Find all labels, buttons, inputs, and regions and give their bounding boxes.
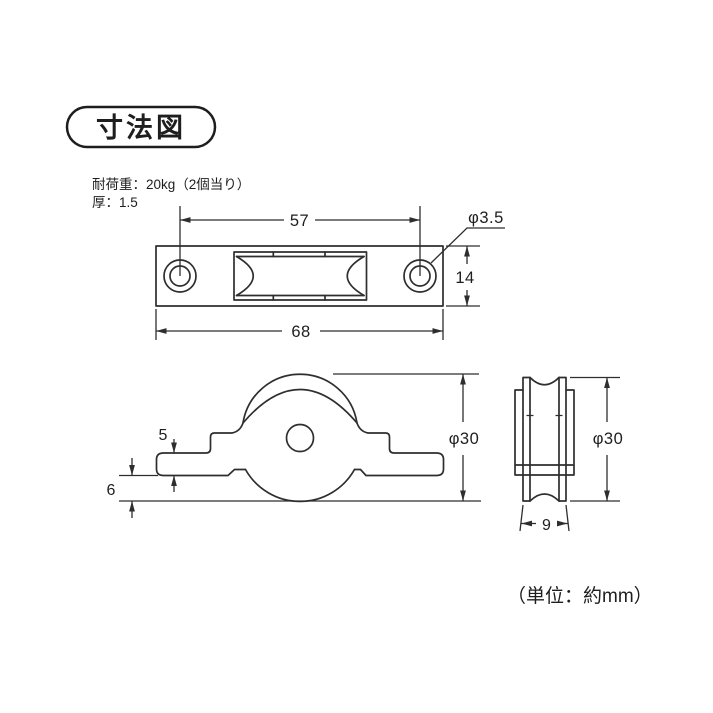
wheel-outer-arc <box>242 373 358 424</box>
spec-notes: 耐荷重：20kg（2個当り） 厚：1.5 <box>92 177 250 210</box>
wheel-groove-arc-right <box>346 255 365 297</box>
housing-right-profile <box>353 422 445 477</box>
wheel-bottom-arc <box>244 468 356 503</box>
bracket-plates <box>514 389 575 476</box>
dim-wheel-diameter-front: φ30 <box>333 373 480 501</box>
dim-wheel-width: 9 <box>519 504 570 534</box>
page-title: 寸法図 <box>96 113 186 143</box>
spec-thickness: 厚：1.5 <box>92 195 138 210</box>
dim-label-plate-height: 14 <box>455 269 474 287</box>
dim-label-overall-length: 68 <box>291 323 310 341</box>
dim-label-protrusion: 6 <box>107 482 116 499</box>
dim-label-hole-diameter: φ3.5 <box>468 209 504 227</box>
side-view: φ30 9 <box>514 376 624 534</box>
dim-plate-height: 14 <box>446 245 480 307</box>
wheel-opening <box>233 251 368 301</box>
housing-left-profile <box>155 422 247 477</box>
side-groove-top-arc <box>529 376 560 386</box>
unit-note: （単位：約mm） <box>507 585 653 607</box>
side-groove-bottom-arc <box>529 493 560 502</box>
dim-wheel-diameter-side: φ30 <box>570 376 624 502</box>
top-view: 57 68 14 φ3.5 <box>155 206 505 341</box>
dim-step-height: 5 <box>159 427 177 492</box>
spec-load-capacity: 耐荷重：20kg（2個当り） <box>92 177 250 192</box>
title-badge-outline <box>65 105 217 149</box>
dim-label-wheel-diameter-side: φ30 <box>593 430 624 448</box>
dim-protrusion: 6 <box>107 458 135 518</box>
front-view: 5 6 φ30 <box>107 373 481 518</box>
dim-overall-length: 68 <box>155 309 444 341</box>
axle-hole <box>285 423 315 453</box>
dim-hole-diameter: φ3.5 <box>430 209 505 264</box>
dim-hole-pitch: 57 <box>179 206 421 276</box>
side-wheel-outline <box>522 376 567 502</box>
dim-label-wheel-width: 9 <box>542 517 551 534</box>
wheel-segment-ticks <box>272 251 326 301</box>
title-badge: 寸法図 <box>65 105 217 149</box>
dim-label-step-height: 5 <box>159 427 168 444</box>
wheel-groove-rim-arc <box>242 388 358 424</box>
plate-outline <box>155 245 444 307</box>
dim-label-wheel-diameter-front: φ30 <box>449 430 480 448</box>
wheel-edge-lines <box>235 255 365 297</box>
wheel-groove-arc-left <box>235 255 254 297</box>
side-groove-rim-lines <box>529 376 560 502</box>
dim-label-hole-pitch: 57 <box>290 212 309 230</box>
